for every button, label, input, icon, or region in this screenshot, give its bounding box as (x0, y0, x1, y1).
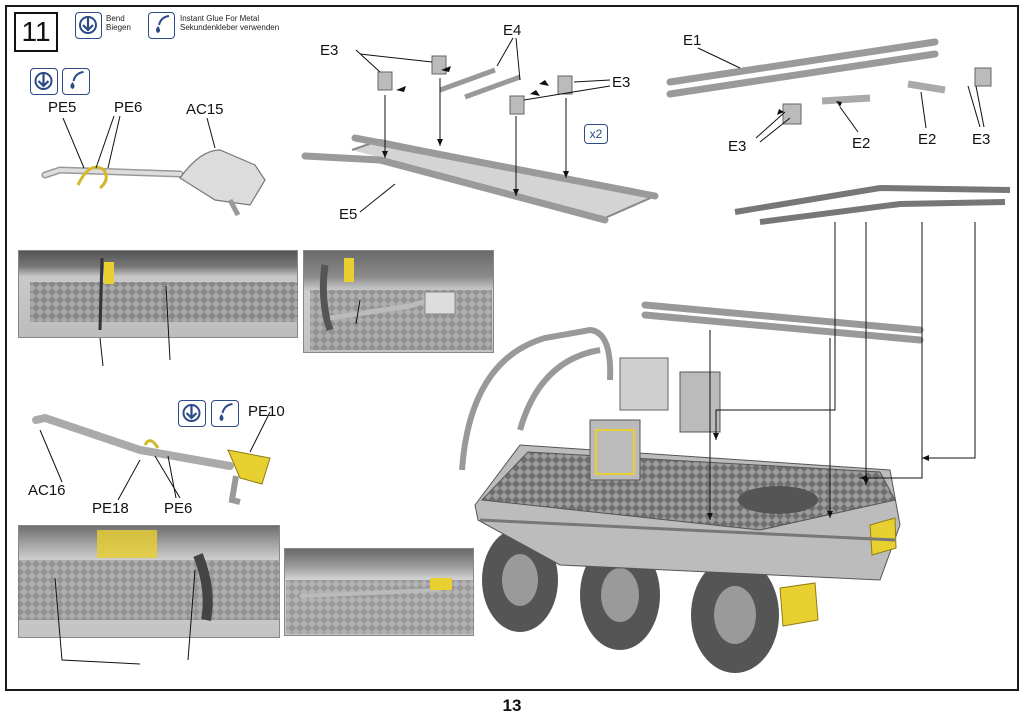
vehicle-body (459, 326, 901, 673)
label-pe6-top: PE6 (114, 99, 143, 116)
glue-drop-icon (62, 68, 90, 95)
label-e1: E1 (683, 32, 702, 49)
glue-drop-icon (148, 12, 175, 39)
page-number: 13 (502, 696, 522, 715)
bend-legend: Bend Biegen (106, 14, 131, 32)
photo-parts (97, 257, 456, 621)
label-pe5: PE5 (48, 99, 77, 116)
label-pe18: PE18 (92, 500, 129, 517)
label-ac16: AC16 (28, 482, 66, 499)
quantity-badge: x2 (584, 124, 608, 144)
label-e5: E5 (339, 206, 358, 223)
label-ac15: AC15 (186, 101, 224, 118)
label-e3-d: E3 (972, 131, 991, 148)
tread-plate (18, 560, 280, 620)
rack-e1 (641, 38, 1011, 344)
label-e3-b: E3 (612, 74, 631, 91)
ac15-assembly (41, 149, 266, 217)
label-pe6-bottom: PE6 (164, 500, 193, 517)
tread-plate (30, 282, 298, 322)
bend-arrow-icon (178, 400, 206, 427)
bend-arrow-icon (30, 68, 58, 95)
ac16-assembly (32, 413, 271, 505)
glue-legend-en: Instant Glue For Metal (180, 14, 260, 23)
bend-legend-en: Bend (106, 14, 125, 23)
label-e3-c: E3 (728, 138, 747, 155)
stretcher-e5 (301, 55, 659, 224)
arrowheads (382, 66, 929, 520)
label-e2-a: E2 (852, 135, 871, 152)
glue-drop-icon (211, 400, 239, 427)
label-pe10: PE10 (248, 403, 285, 420)
bend-arrow-icon (75, 12, 102, 39)
label-e4: E4 (503, 22, 522, 39)
glue-legend-de: Sekundenkleber verwenden (180, 23, 280, 32)
label-e2-b: E2 (918, 131, 937, 148)
glue-legend: Instant Glue For Metal Sekundenkleber ve… (180, 14, 279, 32)
tread-plate (310, 290, 492, 350)
bend-legend-de: Biegen (106, 23, 131, 32)
step-number: 11 (14, 12, 58, 52)
leader-lines (39, 37, 985, 665)
label-e3-a: E3 (320, 42, 339, 59)
